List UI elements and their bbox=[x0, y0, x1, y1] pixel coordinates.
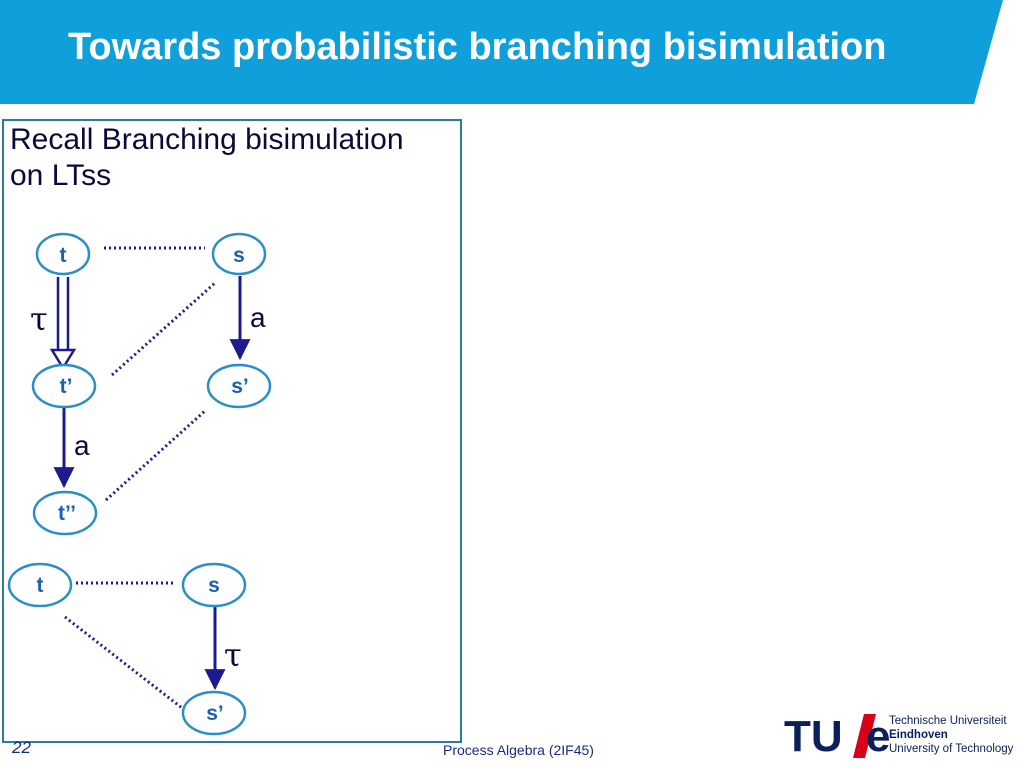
node2-label-s: s bbox=[208, 574, 220, 597]
edge-label-a-s: a bbox=[250, 302, 266, 333]
diagram1-edges bbox=[49, 276, 251, 489]
logo-line1: Technische Universiteit bbox=[889, 715, 1007, 727]
logo-slash bbox=[853, 714, 876, 758]
relation-t1-s bbox=[111, 281, 216, 377]
diagram1-node-s1: s’ bbox=[206, 363, 272, 409]
box-heading-line1: Recall Branching bisimulation bbox=[10, 123, 404, 156]
title-banner bbox=[0, 0, 1003, 104]
tue-logo: TU e bbox=[784, 712, 890, 761]
footer-course: Process Algebra (2IF45) bbox=[443, 742, 594, 758]
node-label-s1: s’ bbox=[231, 375, 249, 398]
relation2-t-s1 bbox=[64, 615, 183, 710]
node-label-s: s bbox=[233, 244, 245, 267]
diagram2-node-s: s bbox=[181, 562, 247, 608]
diagram1-node-s: s bbox=[211, 232, 267, 276]
diagram2-node-s1: s’ bbox=[181, 690, 247, 736]
node-label-t1: t’ bbox=[60, 375, 73, 398]
diagram2-relations bbox=[64, 581, 183, 710]
node-label-t2: t’’ bbox=[58, 502, 76, 525]
diagram1-node-t2: t’’ bbox=[32, 490, 98, 536]
logo-text: Technische Universiteit Eindhoven Univer… bbox=[889, 714, 1013, 756]
node2-label-t: t bbox=[37, 574, 44, 597]
diagram2-node-t: t bbox=[7, 562, 73, 608]
node2-label-s1: s’ bbox=[206, 702, 224, 725]
content-box bbox=[2, 119, 462, 743]
logo-mark-tu: TU bbox=[784, 712, 843, 761]
slide-title: Towards probabilistic branching bisimula… bbox=[68, 26, 887, 68]
diagram1-node-t: t bbox=[35, 232, 91, 276]
box-heading-line2: on LTss bbox=[10, 159, 112, 192]
edge2-label-tau: τ bbox=[224, 636, 242, 674]
logo-line2: Eindhoven bbox=[889, 729, 948, 741]
edge-label-tau: τ bbox=[30, 300, 48, 338]
box-heading: Recall Branching bisimulation on LTss bbox=[10, 122, 460, 194]
relation-t2-s1 bbox=[104, 408, 208, 502]
slide-number: 22 bbox=[12, 738, 31, 757]
diagram1-node-t1: t’ bbox=[31, 363, 97, 409]
edge-label-a-t: a bbox=[74, 430, 90, 461]
diagram1-relations bbox=[104, 246, 216, 502]
logo-mark-e: e bbox=[866, 712, 890, 761]
edge-tau-head bbox=[49, 348, 77, 371]
logo-line3: University of Technology bbox=[889, 743, 1014, 755]
node-label-t: t bbox=[60, 244, 67, 267]
